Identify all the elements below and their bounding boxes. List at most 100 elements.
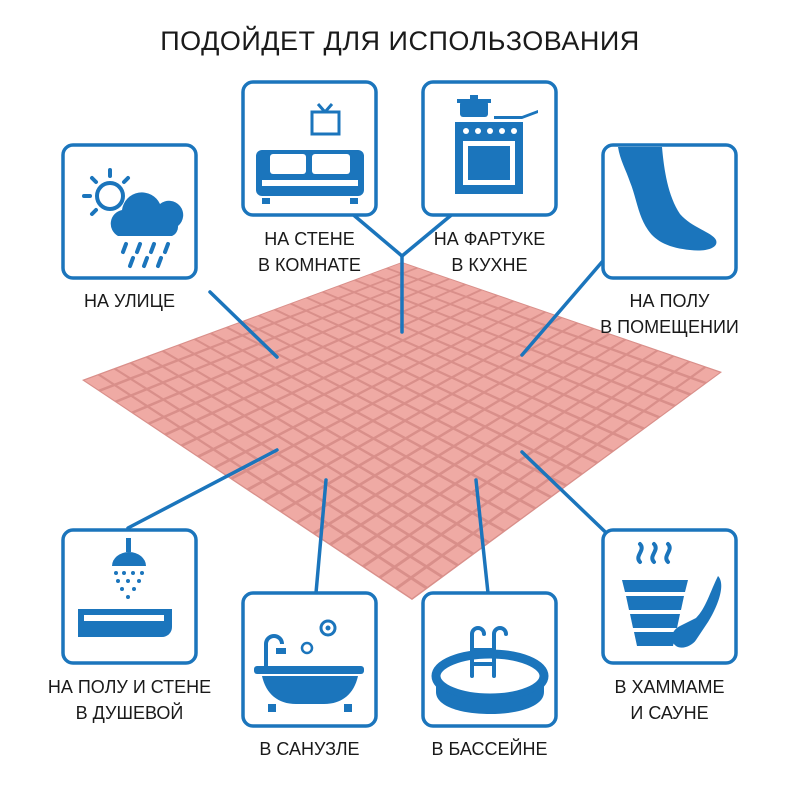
mosaic-tile [309, 319, 336, 332]
mosaic-tile [502, 391, 530, 406]
mosaic-tile [117, 396, 145, 412]
mosaic-tile [426, 495, 454, 513]
mosaic-tile [343, 413, 371, 428]
mosaic-tile [165, 377, 193, 392]
mosaic-tile [214, 407, 242, 422]
mosaic-tile [599, 434, 627, 451]
mosaic-tile [295, 403, 322, 418]
mosaic-tile [456, 437, 484, 454]
mosaic-tile [404, 293, 432, 304]
mosaic-tile [472, 446, 500, 462]
mosaic-tile [359, 405, 387, 420]
mosaic-tile [453, 339, 481, 353]
mosaic-tile [438, 378, 466, 393]
mosaic-tile [340, 280, 368, 292]
mosaic-tile [310, 379, 338, 394]
mosaic-tile [308, 292, 336, 304]
mosaic-tile [332, 536, 359, 555]
mosaic-tile [491, 512, 518, 530]
mosaic-tile [406, 379, 434, 394]
label-floor-line-1: НА ПОЛУ [629, 291, 710, 311]
mosaic-tile [117, 380, 145, 395]
mosaic-tile [533, 356, 561, 371]
foot-icon [618, 147, 717, 251]
mosaic-tile [165, 394, 194, 409]
mosaic-tile [565, 353, 593, 367]
mosaic-tile [549, 363, 577, 377]
mosaic-tile [262, 385, 290, 400]
mosaic-tile [376, 431, 403, 447]
mosaic-tile [212, 342, 240, 356]
mosaic-tile [149, 367, 177, 382]
mosaic-tile [677, 379, 704, 394]
mosaic-tile [293, 325, 320, 338]
mosaic-tile [412, 547, 440, 565]
mosaic-tile [471, 410, 499, 426]
mosaic-tile [373, 349, 401, 362]
mosaic-tile [344, 430, 371, 446]
mosaic-tile [438, 363, 465, 377]
mosaic-tile-sheet [82, 262, 722, 600]
mosaic-tile [468, 290, 496, 302]
mosaic-tile [312, 448, 340, 464]
mosaic-tile [551, 413, 578, 429]
label-kitchen-line-2: В КУХНЕ [451, 255, 528, 275]
mosaic-tile [308, 305, 336, 317]
mosaic-tile [328, 439, 356, 455]
mosaic-tile [405, 319, 432, 332]
mosaic-tile [183, 439, 211, 456]
mosaic-tile [391, 422, 419, 437]
mosaic-tile [280, 447, 308, 463]
mosaic-tile [309, 363, 337, 377]
mosaic-tile [261, 369, 289, 383]
mosaic-tile [148, 351, 176, 365]
mosaic-tile [372, 268, 400, 279]
mosaic-tile [199, 432, 227, 448]
mosaic-tile [469, 317, 496, 330]
mosaic-tile [598, 382, 625, 397]
sauna-bucket-icon [622, 542, 722, 648]
connector-kitchen [400, 210, 457, 258]
sofa-picture-icon [256, 103, 364, 204]
mosaic-tile [437, 347, 465, 361]
mosaic-tile [150, 418, 178, 434]
mosaic-tile [357, 313, 384, 325]
mosaic-tile [519, 416, 547, 431]
mosaic-tile [314, 505, 342, 523]
mosaic-tile [357, 327, 385, 340]
mosaic-tile [246, 392, 274, 407]
mosaic-tile [197, 364, 225, 379]
mosaic-tile [264, 437, 291, 453]
mosaic-tile [565, 338, 592, 352]
mosaic-tile [340, 293, 368, 305]
mosaic-tile [454, 370, 482, 384]
mosaic-tile [330, 496, 358, 513]
mosaic-tile [421, 326, 449, 339]
label-shower-line-1: НА ПОЛУ И СТЕНЕ [47, 677, 212, 697]
mosaic-tile [377, 467, 405, 484]
mosaic-tile [517, 321, 544, 334]
mosaic-tile [404, 268, 432, 279]
mosaic-tile [536, 441, 564, 458]
mosaic-tile [452, 285, 480, 296]
mosaic-tile [552, 449, 580, 466]
connector-bathroom [314, 478, 328, 595]
mosaic-tile [425, 476, 453, 493]
mosaic-tile [484, 296, 512, 308]
mosaic-tile [361, 458, 388, 475]
mosaic-tile [406, 363, 433, 378]
mosaic-tile [429, 557, 456, 576]
mosaic-tile [442, 485, 469, 502]
mosaic-tile [374, 380, 402, 394]
mosaic-tile [484, 309, 512, 322]
mosaic-tile [486, 384, 514, 399]
mosaic-tile [644, 351, 672, 365]
mosaic-tile [534, 389, 562, 404]
mosaic-tile [260, 324, 288, 337]
mosaic-tile [394, 496, 422, 514]
label-bathroom: В САНУЗЛЕ [223, 736, 396, 762]
mosaic-tile [661, 356, 688, 371]
mosaic-tile [645, 367, 672, 382]
mosaic-tile [553, 468, 580, 485]
mosaic-tile [457, 475, 485, 492]
